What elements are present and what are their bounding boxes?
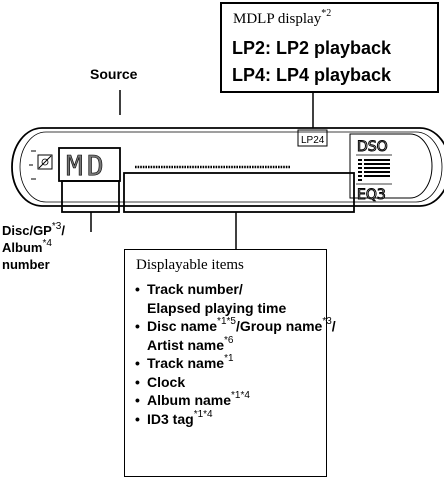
dso-label: DSO: [357, 139, 388, 155]
list-item: • Disc name*1*5/Group name*3/ Artist nam…: [135, 316, 336, 353]
disc-number-box: [61, 180, 120, 213]
list-item: • Clock: [135, 373, 186, 390]
eq-label: EQ3: [357, 187, 386, 203]
list-item: • Track name*1: [135, 353, 234, 371]
mdlp-callout: MDLP display*2 LP2: LP2 playback LP4: LP…: [220, 2, 439, 93]
list-item: • Album name*1*4: [135, 390, 250, 408]
displayable-items-box: [123, 172, 355, 213]
mdlp-lp2-line: LP2: LP2 playback: [232, 38, 392, 58]
disc-number-label: Disc/GP*3/ Album*4 number: [2, 220, 65, 272]
displayable-items-title: Displayable items: [136, 257, 244, 273]
displayable-items-callout: Displayable items • Track number/ Elapse…: [124, 249, 336, 477]
source-segment-text: MD: [66, 149, 108, 182]
equalizer-bars: [358, 159, 390, 181]
mdlp-lp4-line: LP4: LP4 playback: [232, 65, 392, 85]
lp-indicator-text: LP24: [301, 135, 325, 146]
left-indicators: [29, 150, 53, 180]
lp-indicator-box: [297, 129, 328, 147]
mdlp-title: MDLP display*2: [233, 8, 332, 28]
list-item: • ID3 tag*1*4: [135, 408, 213, 427]
displayable-items-list: • Track number/ Elapsed playing time • D…: [135, 280, 336, 428]
source-label: Source: [90, 66, 138, 82]
list-item: • Track number/ Elapsed playing time: [135, 281, 287, 316]
